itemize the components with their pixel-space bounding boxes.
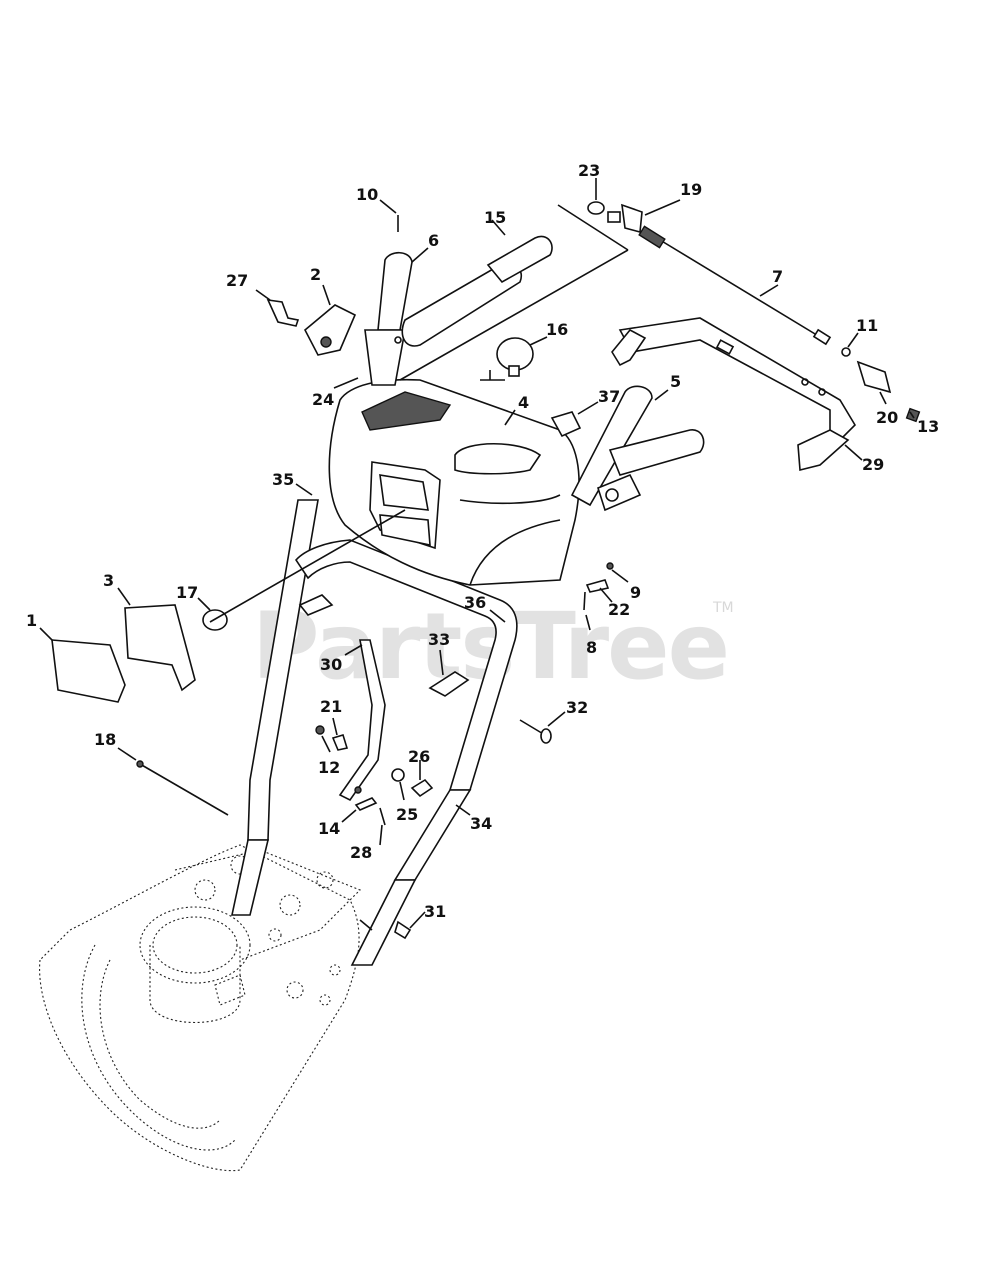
callout-20: 20	[876, 408, 898, 427]
callout-2: 2	[310, 265, 321, 284]
callout-28: 28	[350, 843, 372, 862]
callout-31: 31	[424, 902, 446, 921]
callout-26: 26	[408, 747, 430, 766]
callout-1: 1	[26, 611, 37, 630]
callout-9: 9	[630, 583, 641, 602]
knob	[496, 337, 534, 377]
callout-2-shield: 3	[103, 571, 114, 590]
callout-19: 19	[680, 180, 702, 199]
callout-8: 8	[586, 638, 597, 657]
callout-22: 22	[608, 600, 630, 619]
callout-32: 32	[566, 698, 588, 717]
callout-36: 36	[464, 593, 486, 612]
callout-6: 6	[428, 231, 439, 250]
dash-panel	[328, 378, 580, 586]
callout-37: 37	[598, 387, 620, 406]
lower-handle-frame	[231, 499, 518, 966]
left-control-handle	[364, 251, 413, 386]
callout-15: 15	[484, 208, 506, 227]
control-cable	[638, 225, 832, 346]
callout-25: 25	[396, 805, 418, 824]
shift-lever	[338, 639, 386, 802]
callout-34: 34	[470, 814, 492, 833]
callout-labels: 1 3 2 4 5 6 7 8 9 10 11 12 13 14 15 16 1…	[26, 161, 939, 921]
callout-14: 14	[318, 819, 340, 838]
callout-7: 7	[772, 267, 783, 286]
callout-23: 23	[578, 161, 600, 180]
callout-18: 18	[94, 730, 116, 749]
watermark-trademark: TM	[712, 600, 734, 616]
hardware	[315, 215, 614, 940]
right-control-handle	[570, 385, 705, 512]
cable-connector	[841, 347, 921, 423]
callout-35: 35	[272, 470, 294, 489]
callout-24: 24	[312, 390, 334, 409]
leader-lines	[39, 178, 915, 929]
callout-30: 30	[320, 655, 342, 674]
callout-13: 13	[917, 417, 939, 436]
callout-4: 4	[518, 393, 529, 412]
control-bar	[611, 317, 857, 472]
carriage-bolt	[519, 719, 552, 744]
handle-bracket	[298, 594, 470, 697]
reference-lines	[209, 204, 629, 623]
auger-housing-phantom	[39, 844, 361, 1172]
grip-left	[401, 235, 553, 347]
pivot-plate	[266, 299, 357, 356]
callout-16: 16	[546, 320, 568, 339]
callout-33: 33	[428, 630, 450, 649]
callout-11: 11	[856, 316, 878, 335]
callout-17: 17	[176, 583, 198, 602]
callout-12: 12	[318, 758, 340, 777]
callout-21: 21	[320, 697, 342, 716]
callout-27: 27	[226, 271, 248, 290]
cable-bracket	[587, 201, 643, 234]
side-shields	[51, 604, 196, 703]
callout-10: 10	[356, 185, 378, 204]
callout-29: 29	[862, 455, 884, 474]
callout-5: 5	[670, 372, 681, 391]
shift-rod	[136, 760, 229, 816]
ferrule	[550, 411, 582, 438]
